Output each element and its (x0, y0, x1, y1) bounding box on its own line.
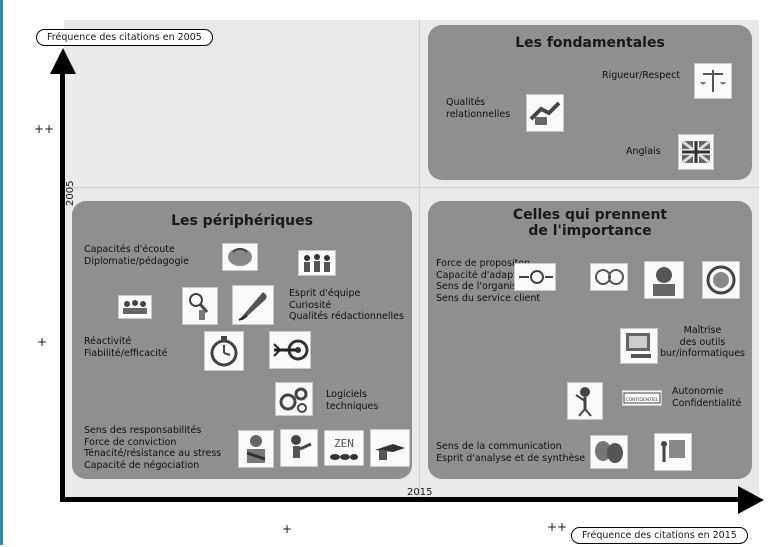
quadrant-divider-vertical (419, 20, 420, 500)
arrows-diagram-icon (514, 263, 556, 291)
y-axis-label: Fréquence des citations en 2005 (36, 29, 213, 46)
computer-icon (620, 328, 658, 364)
people-group-icon (118, 295, 152, 319)
stamp-text: CONFIDENTIEL (625, 397, 659, 403)
crossed-arms-icon (238, 430, 274, 468)
skill-group: Force de propositon Capacité d'adaptatio… (436, 258, 542, 304)
y-tick-high: ++ (34, 122, 55, 136)
x-year-label: 2015 (407, 487, 433, 498)
team-figures-icon (298, 250, 336, 276)
skill-group: Maîtrise des outils bur/informatiques (660, 325, 745, 359)
uk-flag-icon (678, 134, 714, 170)
handshake-icon (526, 94, 564, 132)
skill-label: Qualités relationnelles (446, 97, 511, 120)
listening-hand-icon (222, 243, 258, 271)
drill-icon (370, 429, 410, 467)
skill-label: Anglais (626, 146, 661, 157)
skill-group: Autonomie Confidentialité (672, 386, 742, 409)
panel-title: Les fondamentales (515, 35, 665, 51)
person-pointing-icon (280, 429, 318, 467)
skill-label: Rigueur/Respect (602, 70, 681, 81)
skill-group: Sens des responsabilités Force de convic… (84, 425, 222, 471)
x-axis-arrow-icon (738, 486, 764, 514)
scales-icon (694, 63, 732, 99)
panel-peripheriques: Les périphériques Capacités d'écoute Dip… (72, 201, 412, 479)
figure-icon (567, 382, 603, 420)
skill-group: Logiciels techniques (326, 389, 379, 412)
cycle-icon (590, 263, 628, 291)
figure-with-magnifier-icon (182, 287, 218, 325)
presentation-board-icon (654, 433, 692, 471)
quadrant-divider-horizontal (64, 187, 759, 188)
x-axis (60, 497, 740, 502)
panel-title: Les périphériques (171, 213, 313, 229)
gears-icon (275, 382, 313, 416)
target-arrow-icon (269, 331, 311, 369)
y-tick-low: + (37, 335, 48, 349)
quill-pen-icon (232, 285, 274, 325)
stopwatch-icon (204, 331, 244, 371)
y-axis-arrow-icon (50, 48, 76, 74)
theatre-masks-icon (590, 435, 628, 469)
y-year-label: 2005 (65, 180, 76, 206)
skill-group: Esprit d'équipe Curiosité Qualités rédac… (289, 288, 404, 322)
client-portrait-icon (644, 261, 684, 299)
zen-stones-icon: ZEN (324, 430, 364, 466)
skill-group: Sens de la communication Esprit d'analys… (436, 441, 586, 464)
y-axis (60, 70, 65, 502)
panel-importance: Celles qui prennent de l'importance Forc… (428, 201, 752, 479)
quality-seal-icon (702, 261, 740, 299)
x-tick-high: ++ (547, 520, 568, 534)
skill-group: Réactivité Fiabilité/efficacité (84, 336, 168, 359)
x-tick-low: + (282, 522, 293, 536)
skill-group: Capacités d'écoute Diplomatie/pédagogie (84, 244, 190, 267)
zen-text: ZEN (334, 437, 354, 450)
confidential-stamp-icon: CONFIDENTIEL (622, 390, 662, 406)
panel-fondamentales: Les fondamentales Rigueur/Respect Qualit… (428, 25, 752, 180)
panel-title: Celles qui prennent de l'importance (512, 207, 668, 239)
x-axis-label: Fréquence des citations en 2015 (571, 527, 748, 544)
